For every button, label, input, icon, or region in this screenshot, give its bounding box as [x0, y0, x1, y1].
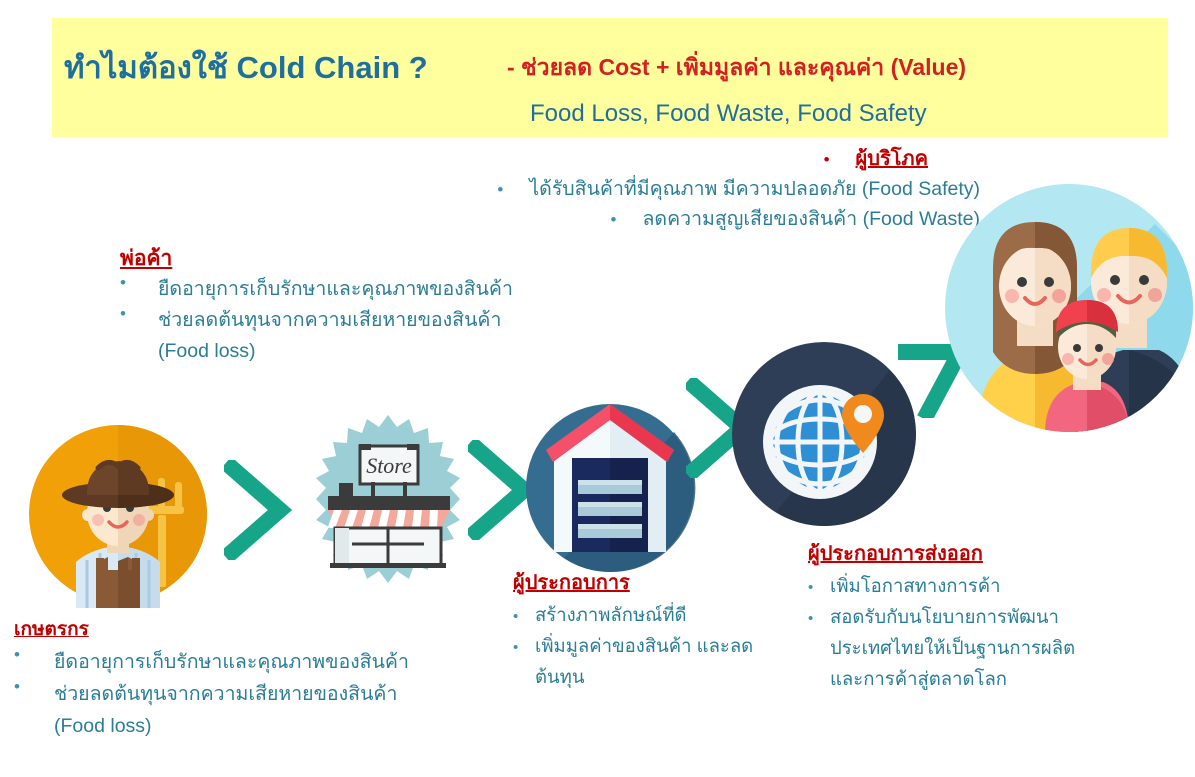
entrepreneur-bullet-text: เพิ่มมูลค่าของสินค้า และลด [535, 635, 754, 656]
entrepreneur-bullet-text: สร้างภาพลักษณ์ที่ดี [535, 604, 687, 625]
merchant-heading: พ่อค้า [120, 247, 173, 270]
exporter-continuation-text: ประเทศไทยให้เป็นฐานการผลิต [830, 637, 1076, 658]
store-icon: Store [302, 413, 474, 585]
merchant-bullet-row: • ยืดอายุการเก็บรักษาและคุณภาพของสินค้า [120, 274, 513, 305]
family-icon [943, 182, 1195, 434]
entrepreneur-bullet-row: • สร้างภาพลักษณ์ที่ดี [513, 599, 813, 630]
merchant-bullet-text: ช่วยลดต้นทุนจากความเสียหายของสินค้า [158, 309, 502, 331]
bullet-dot-icon: • [120, 304, 126, 323]
store-sign-label: Store [366, 453, 412, 478]
farmer-continuation-text: (Food loss) [54, 715, 152, 737]
bullet-dot-icon: • [120, 273, 126, 292]
exporter-bullet-text: สอดรับกับนโยบายการพัฒนา [830, 606, 1059, 627]
entrepreneur-bullet-row: • เพิ่มมูลค่าของสินค้า และลด [513, 630, 813, 661]
farmer-bullet-text: ช่วยลดต้นทุนจากความเสียหายของสินค้า [54, 683, 398, 705]
bullet-dot-icon: • [14, 677, 20, 696]
farmer-text-block: เกษตรกร • ยืดอายุการเก็บรักษาและคุณภาพขอ… [14, 614, 409, 742]
banner-subtitle-food-terms: Food Loss, Food Waste, Food Safety [530, 100, 927, 127]
bullet-dot-icon: • [14, 645, 20, 664]
consumer-bullet-row: • ลดความสูญเสียของสินค้า (Food Waste) [400, 204, 980, 234]
entrepreneur-continuation-text: ต้นทุน [535, 666, 585, 687]
exporter-bullet-row: • เพิ่มโอกาสทางการค้า [808, 570, 1183, 601]
merchant-bullet-text: ยืดอายุการเก็บรักษาและคุณภาพของสินค้า [158, 278, 513, 300]
bullet-dot-icon: • [808, 610, 814, 627]
exporter-text-block: ผู้ประกอบการส่งออก • เพิ่มโอกาสทางการค้า… [808, 539, 1183, 694]
entrepreneur-heading: ผู้ประกอบการ [513, 572, 630, 594]
farmer-heading: เกษตรกร [14, 619, 89, 640]
bullet-dot-icon: • [808, 579, 814, 596]
bullet-dot-icon: • [513, 639, 519, 656]
exporter-heading: ผู้ประกอบการส่งออก [808, 543, 983, 565]
bullet-dot-icon: • [823, 150, 830, 169]
exporter-bullet-text: เพิ่มโอกาสทางการค้า [830, 575, 1001, 596]
farmer-bullet-row: • ยืดอายุการเก็บรักษาและคุณภาพของสินค้า [14, 646, 409, 678]
banner-title: ทำไมต้องใช้ Cold Chain ? [64, 50, 428, 85]
entrepreneur-text-block: ผู้ประกอบการ • สร้างภาพลักษณ์ที่ดี • เพิ… [513, 568, 813, 692]
merchant-continuation-text: (Food loss) [158, 340, 256, 362]
bullet-dot-icon: • [610, 210, 617, 229]
exporter-bullet-row: • สอดรับกับนโยบายการพัฒนา [808, 601, 1183, 632]
farmer-bullet-row: • ช่วยลดต้นทุนจากความเสียหายของสินค้า [14, 678, 409, 710]
warehouse-icon [524, 402, 696, 574]
consumer-bullet-text: ลดความสูญเสียของสินค้า (Food Waste) [642, 208, 980, 230]
consumer-bullet-row: • ได้รับสินค้าที่มีคุณภาพ มีความปลอดภัย … [400, 174, 980, 204]
banner-subtitle-cost-value: - ช่วยลด Cost + เพิ่มมูลค่า และคุณค่า (V… [507, 54, 967, 80]
bullet-dot-icon: • [497, 180, 504, 199]
header-banner: ทำไมต้องใช้ Cold Chain ? - ช่วยลด Cost +… [52, 18, 1168, 137]
farmer-icon [24, 420, 212, 608]
consumer-bullet-text: ได้รับสินค้าที่มีคุณภาพ มีความปลอดภัย (F… [529, 178, 980, 200]
farmer-bullet-text: ยืดอายุการเก็บรักษาและคุณภาพของสินค้า [54, 651, 409, 673]
merchant-bullet-row: • ช่วยลดต้นทุนจากความเสียหายของสินค้า [120, 305, 513, 336]
flow-arrow-2-icon [464, 436, 538, 544]
merchant-text-block: พ่อค้า • ยืดอายุการเก็บรักษาและคุณภาพของ… [120, 243, 513, 367]
bullet-dot-icon: • [513, 608, 519, 625]
consumer-heading-row: • ผู้บริโภค [400, 144, 980, 174]
consumer-heading: ผู้บริโภค [855, 148, 928, 170]
flow-arrow-1-icon [220, 456, 294, 564]
exporter-continuation-text: และการค้าสู่ตลาดโลก [830, 668, 1008, 689]
consumer-text-block: • ผู้บริโภค • ได้รับสินค้าที่มีคุณภาพ มี… [400, 144, 980, 234]
globe-icon [730, 340, 918, 528]
